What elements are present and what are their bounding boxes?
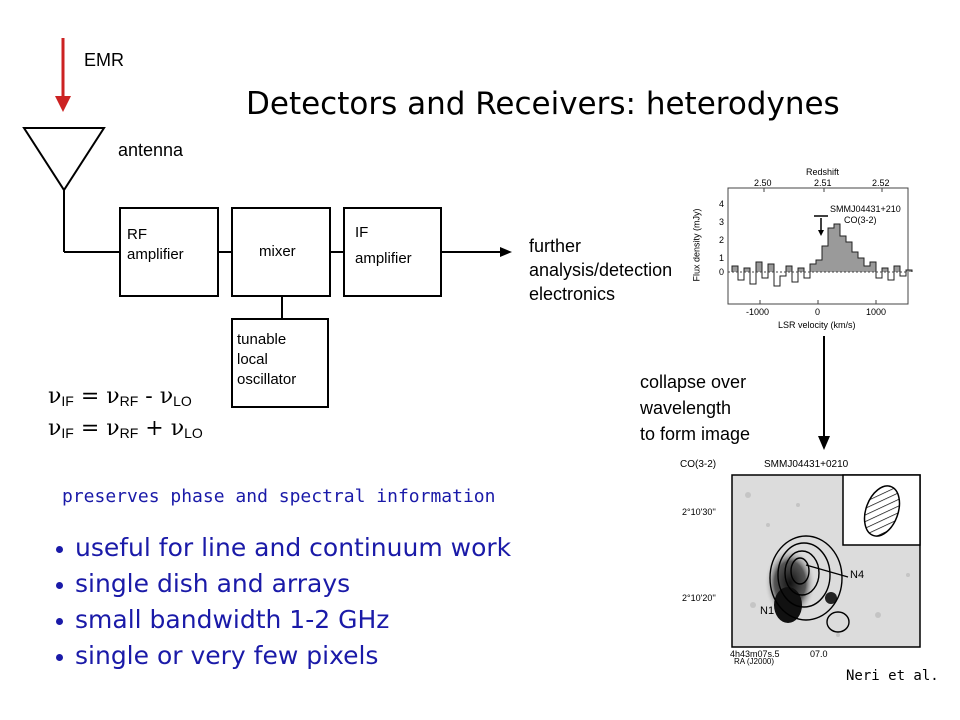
bullet-dot-icon [56, 653, 63, 661]
spectrum-y-tick: 2 [719, 235, 725, 245]
credit-label: Neri et al. [846, 668, 939, 684]
spectrum-bar [834, 224, 840, 272]
map-ra-label: RA (J2000) [734, 657, 775, 666]
collapse-label-line2: wavelength [640, 398, 732, 418]
spectrum-bars [731, 223, 913, 287]
spectrum-bar [768, 264, 774, 272]
map-line-name: CO(3-2) [680, 459, 717, 470]
collapse-label-line3: to form image [640, 424, 751, 444]
if-amplifier-block: IF amplifier [343, 207, 442, 297]
further-label-line2: analysis/detection [529, 260, 673, 280]
spectrum-bar [798, 268, 804, 272]
equation-difference: νIF = νRF - νLO [48, 384, 192, 409]
spectrum-top-tick: 2.51 [814, 178, 832, 188]
spectrum-line-name: CO(3-2) [844, 215, 877, 225]
co-map-figure: CO(3-2) SMMJ04431+0210 2°10'30'' 2°10'20… [678, 455, 926, 666]
spectrum-y-tick: 0 [719, 267, 725, 277]
collapse-arrow [818, 336, 830, 450]
spectrum-x-tick: -1000 [746, 307, 770, 317]
spectrum-y-tick: 1 [719, 253, 725, 263]
preserves-note: preserves phase and spectral information [62, 486, 496, 507]
spectrum-bar [732, 266, 738, 272]
bullet-item: single or very few pixels [50, 638, 511, 674]
spectrum-top-tick: 2.50 [754, 178, 772, 188]
spectrum-bar [858, 258, 864, 272]
map-label-n4: N4 [850, 569, 865, 581]
spectrum-bar [756, 262, 762, 272]
antenna-label: antenna [118, 140, 184, 160]
lo-label-line2: local [237, 351, 268, 368]
spectrum-y-tick: 4 [719, 199, 725, 209]
spectrum-bar [816, 260, 822, 272]
spectrum-top-tick: 2.52 [872, 178, 890, 188]
spectrum-bar [864, 266, 870, 272]
slide-title: Detectors and Receivers: heterodynes [246, 86, 840, 122]
map-label-n1: N1 [760, 605, 775, 617]
spectrum-y-tick: 3 [719, 217, 725, 227]
further-label-line3: electronics [529, 284, 616, 304]
spectrum-x-tick: 1000 [866, 307, 887, 317]
rf-amplifier-block: RF amplifier [119, 207, 219, 297]
if-amplifier-label-line1: IF [355, 224, 369, 241]
antenna-symbol [22, 127, 106, 192]
if-amplifier-label-line2: amplifier [355, 250, 412, 267]
output-arrowhead [500, 247, 512, 257]
spectrum-bar [894, 266, 900, 272]
spectrum-bar [810, 264, 816, 272]
spectrum-bar [822, 246, 828, 272]
rf-amplifier-label-line2: amplifier [127, 246, 184, 263]
equation-sum: νIF = νRF + νLO [48, 416, 203, 441]
spectrum-bar [828, 228, 834, 272]
further-label-line1: further [529, 236, 582, 256]
bullet-dot-icon [56, 545, 63, 553]
signal-chain-wiring [22, 127, 512, 318]
emr-arrow [55, 38, 71, 112]
map-dec-tick: 2°10'20'' [682, 593, 716, 603]
spectrum-bar [882, 268, 888, 272]
emr-label: EMR [84, 50, 124, 70]
map-dec-tick: 2°10'30'' [682, 507, 716, 517]
mixer-block: mixer [231, 207, 331, 297]
spectrum-bar [846, 242, 852, 272]
bullet-item: small bandwidth 1-2 GHz [50, 602, 511, 638]
spectrum-xlabel: LSR velocity (km/s) [778, 320, 856, 330]
bullet-dot-icon [56, 581, 63, 589]
spectrum-x-tick: 0 [815, 307, 821, 317]
bullet-item: single dish and arrays [50, 566, 511, 602]
lo-label-line3: oscillator [237, 371, 297, 388]
spectrum-bar [840, 236, 846, 272]
spectrum-bar [786, 266, 792, 272]
bullet-item: useful for line and continuum work [50, 530, 511, 566]
spectrum-source-name: SMMJ04431+210 [830, 204, 901, 214]
spectrum-bar [852, 252, 858, 272]
spectrum-bar [906, 270, 912, 272]
spectrum-outline [731, 223, 913, 287]
bullet-dot-icon [56, 617, 63, 625]
spectrum-bar [744, 268, 750, 272]
local-oscillator-block: tunable local oscillator [231, 318, 329, 408]
spectrum-top-axis-title: Redshift [806, 167, 840, 177]
feature-list: useful for line and continuum work singl… [50, 530, 511, 674]
spectrum-figure: Redshift 2.50 2.51 2.52 SMMJ04431+210 CO… [688, 164, 920, 336]
spectrum-ylabel: Flux density (mJy) [691, 208, 702, 282]
rf-amplifier-label-line1: RF [127, 226, 147, 243]
map-ra-tick: 4h43m07s.5 [730, 649, 780, 659]
lo-label-line1: tunable [237, 331, 287, 348]
map-ra-tick: 07.0 [810, 649, 828, 659]
mixer-label: mixer [259, 243, 296, 260]
spectrum-bar [870, 262, 876, 272]
map-source-name: SMMJ04431+0210 [764, 459, 849, 470]
collapse-label-line1: collapse over [640, 372, 747, 392]
